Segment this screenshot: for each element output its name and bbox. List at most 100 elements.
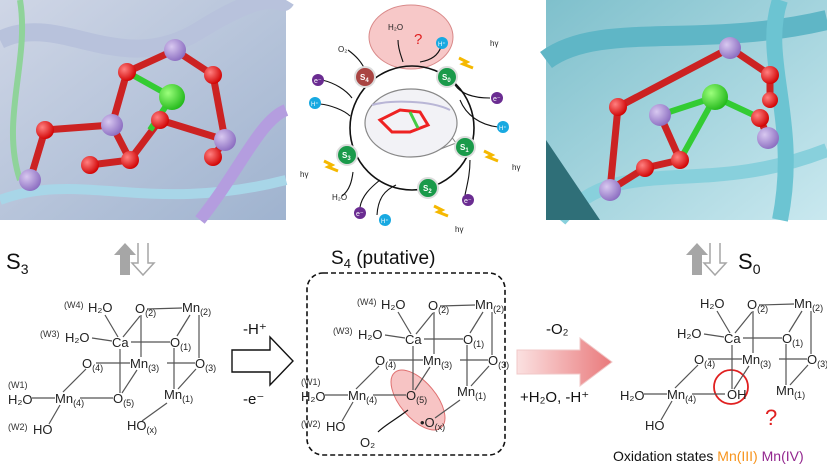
atom-o2: O(2) <box>428 298 449 315</box>
state-node-s4: S4 <box>354 66 376 88</box>
bond <box>703 333 725 338</box>
svg-text:S3: S3 <box>342 151 351 162</box>
atom-ox: •O(x) <box>420 415 445 432</box>
bond <box>176 314 191 337</box>
photon-label: hγ <box>300 170 308 179</box>
svg-text:H⁺: H⁺ <box>499 125 507 132</box>
bond <box>121 369 138 394</box>
inset-structure <box>364 88 458 158</box>
state-node-s3: S3 <box>336 144 358 166</box>
atom-o5: O(5) <box>406 388 427 405</box>
step2-above: -O₂ <box>546 321 569 338</box>
atom-w3: H₂O <box>358 327 383 342</box>
atom-w1: H₂O <box>620 388 645 403</box>
atom-w2: HO <box>326 419 346 434</box>
o-o-bond-highlight <box>390 369 446 431</box>
bond <box>62 368 87 393</box>
bond <box>141 402 168 422</box>
lightning-icon <box>483 149 499 163</box>
bond <box>469 311 484 334</box>
atom-w1: H₂O <box>301 389 326 404</box>
lightning-icon <box>433 204 449 218</box>
atom-w4lbl: (W4) <box>64 300 84 310</box>
bond <box>177 368 197 390</box>
s3-3d-render <box>0 0 294 224</box>
svg-text:H⁺: H⁺ <box>438 41 446 48</box>
atom-w4: H₂O <box>88 300 113 315</box>
o2-release-arrow <box>377 409 409 433</box>
atom-o4: O(4) <box>694 352 715 369</box>
bond <box>788 310 803 333</box>
svg-text:S2: S2 <box>423 184 432 195</box>
atom-w2lbl: (W2) <box>301 419 321 429</box>
o2-label: O₂ <box>338 45 347 54</box>
bond <box>341 401 354 422</box>
atom-mn4: Mn(4) <box>55 391 84 408</box>
atom-ca: Ca <box>112 335 129 350</box>
svg-text:e⁻: e⁻ <box>356 211 364 218</box>
step1-below: -e⁻ <box>243 391 264 408</box>
svg-text:S1: S1 <box>460 143 469 154</box>
s0-label: S0 <box>738 249 761 277</box>
state-node-s2: S2 <box>417 177 439 199</box>
s4-dashed-box <box>306 272 506 456</box>
atom-w3lbl: (W3) <box>40 329 60 339</box>
bond <box>716 310 731 334</box>
atom-w2lbl: (W2) <box>8 422 28 432</box>
bond <box>660 400 673 421</box>
atom-ca: Ca <box>405 332 422 347</box>
bond <box>415 312 434 335</box>
svg-text:e⁻: e⁻ <box>314 78 322 85</box>
atom-o1: O(1) <box>782 331 803 348</box>
atom-o1: O(1) <box>463 332 484 349</box>
atom-mn1: Mn(1) <box>457 384 486 401</box>
atom-mn3: Mn(3) <box>130 356 159 373</box>
photon-label: hγ <box>455 225 463 234</box>
proton-badge: H⁺ <box>309 97 321 109</box>
s0-question-mark: ? <box>765 405 777 430</box>
atom-o3: O(3) <box>807 352 827 369</box>
atom-w4: H₂O <box>381 297 406 312</box>
atom-mn3: Mn(3) <box>423 353 452 370</box>
atom-w3: H₂O <box>677 326 702 341</box>
water-bottom-label: H₂O <box>332 193 347 202</box>
oxidation-legend: Oxidation states Mn(III) Mn(IV) <box>613 448 804 464</box>
atom-mn2: Mn(2) <box>182 300 211 317</box>
bond <box>674 364 699 389</box>
atom-mn2: Mn(2) <box>475 297 504 314</box>
electron-badge: e⁻ <box>354 207 366 219</box>
svg-text:H⁺: H⁺ <box>311 101 319 108</box>
bond <box>434 399 461 419</box>
atom-w3: H₂O <box>65 330 90 345</box>
photon-label: hγ <box>512 163 520 172</box>
bond <box>91 337 113 342</box>
atom-o2: O(2) <box>747 297 768 314</box>
atom-w1lbl: (W1) <box>301 377 321 387</box>
s0-3d-render <box>540 0 827 225</box>
question-mark: ? <box>414 31 422 48</box>
atom-w2: HO <box>33 422 53 437</box>
atom-o4: O(4) <box>82 356 103 373</box>
lightning-icon <box>458 56 474 70</box>
svg-text:H⁺: H⁺ <box>381 218 389 225</box>
atom-o5: O(5) <box>113 391 134 408</box>
electron-badge: e⁻ <box>462 194 474 206</box>
atom-o4: O(4) <box>375 353 396 370</box>
lightning-icon <box>323 159 339 173</box>
atom-mn2: Mn(2) <box>794 296 823 313</box>
atom-mn1: Mn(1) <box>164 387 193 404</box>
s4-label: S4 (putative) <box>331 248 435 271</box>
atom-ca: Ca <box>724 331 741 346</box>
photon-label: hγ <box>490 39 498 48</box>
atom-o1: O(1) <box>170 335 191 352</box>
atom-o5: OH <box>727 387 747 402</box>
o2-release-step-arrow <box>516 337 613 387</box>
bond <box>397 311 412 335</box>
state-node-s0: S0 <box>436 66 458 88</box>
proton-badge: H⁺ <box>436 37 448 49</box>
bond <box>470 365 490 387</box>
bond <box>355 365 380 390</box>
svg-text:S4: S4 <box>360 73 369 84</box>
